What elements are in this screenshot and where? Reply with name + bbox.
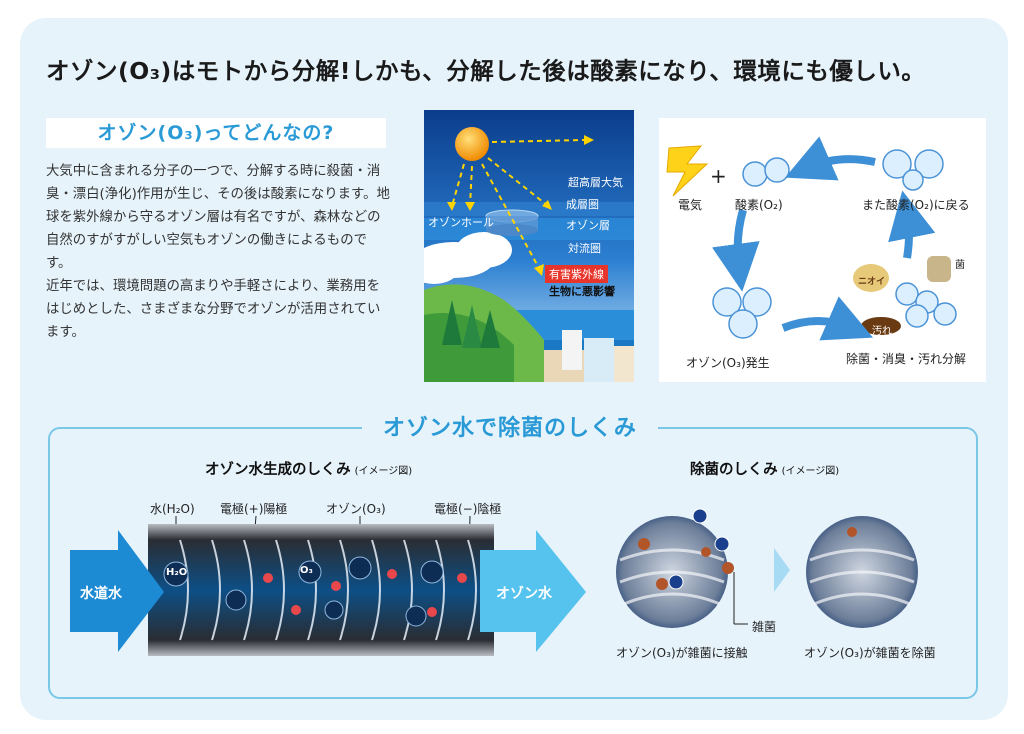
dirt-label: 汚れ [872, 326, 892, 337]
ozone-molecule-icon [324, 600, 344, 620]
intro-paragraph-1: 大気中に含まれる分子の一つで、分解する時に殺菌・消臭・漂白(浄化)作用が生じ、そ… [46, 164, 390, 271]
intro-description: 大気中に含まれる分子の一つで、分解する時に殺菌・消臭・漂白(浄化)作用が生じ、そ… [46, 160, 392, 344]
layer-ozone: オゾン層 [566, 219, 610, 232]
electricity-label: 電気 [678, 198, 703, 212]
bacteria-label: 菌 [955, 260, 965, 271]
o3-molecule-label: O₃ [300, 565, 313, 576]
lightning-icon [666, 145, 709, 197]
ozone-cycle-diagram [659, 118, 986, 382]
tap-water-arrow [70, 530, 164, 652]
generation-note: (イメージ図) [354, 466, 413, 477]
oxygen-molecule-icon [742, 157, 790, 187]
water-label: 水(H₂O) [150, 502, 195, 516]
plus-sign: + [710, 164, 727, 188]
ozone-water-label: オゾン水 [496, 586, 552, 602]
layer-upper-atmosphere: 超高層大気 [568, 176, 623, 189]
page-title: オゾン(O₃)はモトから分解!しかも、分解した後は酸素になり、環境にも優しい。 [46, 57, 926, 85]
oxygen-label: 酸素(O₂) [735, 198, 783, 212]
sterilization-title: 除菌のしくみ(イメージ図) [690, 458, 839, 479]
uv-effect-label: 生物に悪影響 [549, 285, 615, 298]
anode-label: 電極(+)陽極 [220, 502, 288, 516]
ozone-generated-label: オゾン(O₃)発生 [686, 356, 770, 370]
generation-title-text: オゾン水生成のしくみ [205, 462, 351, 478]
ozone-molecule-icon [405, 605, 427, 627]
generation-title: オゾン水生成のしくみ(イメージ図) [205, 458, 412, 479]
oxygen-return-molecule-icon [882, 149, 944, 191]
h2o-molecule-icon [163, 561, 189, 587]
layer-stratosphere: 成層圏 [566, 198, 599, 211]
cathode-label: 電極(−)陰極 [434, 502, 502, 516]
decompose-label: 除菌・消臭・汚れ分解 [846, 352, 967, 366]
germ-label: 雑菌 [752, 620, 777, 634]
intro-paragraph-2: 近年では、環境問題の高まりや手軽さにより、業務用をはじめとした、さまざまな分野で… [46, 279, 381, 340]
sterilization-title-text: 除菌のしくみ [690, 462, 778, 478]
sterilize-caption: オゾン(O₃)が雑菌を除菌 [804, 646, 936, 660]
ozone-water-arrow [480, 530, 586, 652]
sterilization-note: (イメージ図) [781, 466, 840, 477]
intro-heading: オゾン(O₃)ってどんなの? [46, 118, 386, 148]
ozone-molecule-icon [298, 560, 322, 584]
ozone-molecule-icon [348, 556, 372, 580]
contact-caption: オゾン(O₃)が雑菌に接触 [616, 646, 748, 660]
ozone-label: オゾン(O₃) [326, 502, 386, 516]
cycle-art [666, 136, 957, 341]
uv-label: 有害紫外線 [545, 265, 608, 283]
layer-troposphere: 対流圏 [568, 242, 601, 255]
atmosphere-illustration [424, 110, 634, 382]
odor-label: ニオイ [858, 277, 886, 287]
tap-water-label: 水道水 [80, 586, 122, 602]
ozone-molecule-icon [420, 560, 444, 584]
atmosphere-art [424, 110, 634, 382]
ozone-hole-label: オゾンホール [428, 216, 494, 229]
next-arrow-icon [774, 548, 790, 592]
back-to-oxygen-label: また酸素(O₂)に戻る [862, 198, 970, 212]
ozone-molecule-icon [225, 589, 247, 611]
ozone-molecule-icon [712, 287, 772, 339]
mechanism-title: オゾン水で除菌のしくみ [362, 410, 658, 442]
h2o-molecule-label: H₂O [166, 567, 188, 578]
